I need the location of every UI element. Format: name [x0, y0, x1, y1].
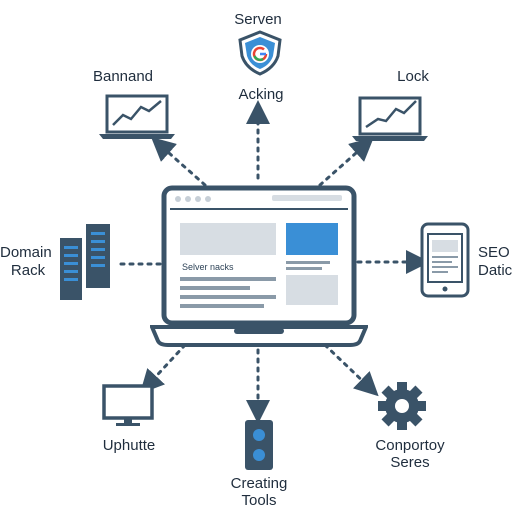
top-left-label: Bannand: [92, 68, 154, 85]
top-label-line2: Acking: [238, 86, 284, 103]
bottom-label-line1: Creating: [230, 475, 288, 492]
bottom-label-line2: Tools: [241, 492, 277, 509]
bottom-right-label-line2: Seres: [390, 454, 430, 471]
connector-top-right: [318, 137, 374, 187]
laptop-icon: [148, 185, 370, 350]
speaker-icon: [243, 418, 275, 472]
gear-icon: [376, 380, 428, 432]
server-rack-icon: [58, 222, 112, 302]
google-shield-icon: [236, 30, 284, 76]
connector-bottom-right: [323, 343, 379, 397]
monitor-icon: [100, 384, 156, 428]
top-right-label: Lock: [397, 68, 429, 85]
line-chart-monitor-icon: [350, 95, 430, 143]
left-label-line2: Rack: [10, 262, 46, 279]
right-label-line1: SEO: [478, 244, 510, 261]
connector-top-left: [151, 137, 207, 187]
connector-bottom-left: [139, 343, 187, 394]
right-label-line2: Datic: [478, 262, 512, 279]
left-label-line1: Domain: [0, 244, 52, 261]
line-chart-monitor-icon: [97, 93, 177, 141]
tablet-icon: [420, 222, 470, 298]
laptop-screen-text: Selver nacks: [182, 262, 234, 272]
bottom-left-label: Uphutte: [102, 437, 156, 454]
bottom-right-label-line1: Conportoy: [375, 437, 445, 454]
top-label-line1: Serven: [234, 11, 282, 28]
